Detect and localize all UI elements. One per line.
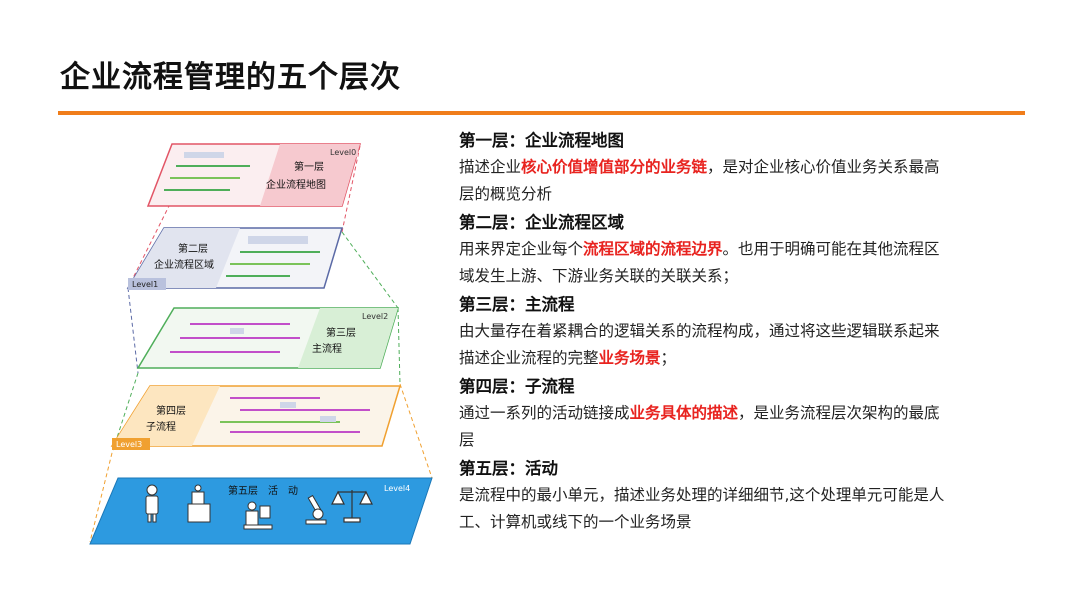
text-run: 通过一系列的活动链接成 <box>459 404 630 422</box>
layer-heading: 第二层：企业流程区域 <box>459 213 624 232</box>
layer-label: 企业流程区域 <box>154 258 214 271</box>
level-tag-bg <box>380 482 420 494</box>
process-flow-lines <box>220 397 370 433</box>
connector-line <box>397 307 401 385</box>
highlight-text: 流程区域的流程边界 <box>583 240 723 258</box>
layer-level2: Level2 第三层 主流程 <box>136 307 400 369</box>
layer-text: 由大量存在着紧耦合的逻辑关系的流程构成，通过将这些逻辑联系起来描述企业流程的完整… <box>459 318 949 372</box>
layer-description-1: 第一层：企业流程地图 描述企业核心价值增值部分的业务链，是对企业核心价值业务关系… <box>459 128 949 208</box>
text-run: 用来界定企业每个 <box>459 240 584 258</box>
text-run: 描述企业 <box>459 158 522 176</box>
text-run: 是流程中的最小单元，描述业务处理的详细细节,这个处理单元可能是人工、计算机或线下… <box>459 486 945 531</box>
level-tag: Level2 <box>362 312 388 321</box>
connector-line <box>341 145 361 233</box>
text-run: ，是对企业核心价值业务关系最高层的概览分析 <box>459 158 940 203</box>
layer-text: 是流程中的最小单元，描述业务处理的详细细节,这个处理单元可能是人工、计算机或线下… <box>459 482 949 536</box>
process-flow-lines <box>170 323 300 353</box>
layer-description-2: 第二层：企业流程区域 用来界定企业每个流程区域的流程边界。也用于明确可能在其他流… <box>459 210 949 290</box>
layer-heading: 第一层：企业流程地图 <box>459 131 624 150</box>
layer-label: 子流程 <box>146 420 176 433</box>
layer-text: 描述企业核心价值增值部分的业务链，是对企业核心价值业务关系最高层的概览分析 <box>459 154 949 208</box>
person-icon <box>145 484 159 523</box>
balance-scale-icon <box>331 490 373 523</box>
level-tag-bg <box>356 310 394 322</box>
layer-heading: 第四层：子流程 <box>459 377 575 396</box>
layer-heading: 第五层：活动 <box>459 459 558 478</box>
layer-label: 第二层 <box>178 242 208 255</box>
layer-descriptions: 第一层：企业流程地图 描述企业核心价值增值部分的业务链，是对企业核心价值业务关系… <box>459 126 949 538</box>
level-tag: Level1 <box>132 280 158 289</box>
microscope-icon <box>305 494 327 525</box>
level-tag: Level3 <box>116 440 142 449</box>
layer-heading: 第三层：主流程 <box>459 295 575 314</box>
highlight-text: 核心价值增值部分的业务链 <box>521 158 708 176</box>
layer-level4: Level4 第五层 活 动 <box>89 477 433 545</box>
connector-line <box>341 231 399 309</box>
layer-label: 第五层 活 动 <box>228 484 298 497</box>
level-tag-bg <box>112 438 150 450</box>
layer-description-5: 第五层：活动 是流程中的最小单元，描述业务处理的详细细节,这个处理单元可能是人工… <box>459 456 949 536</box>
computer-user-icon <box>243 501 273 530</box>
layer-label: 第四层 <box>156 404 186 417</box>
highlight-text: 业务具体的描述 <box>629 404 739 422</box>
title-underline <box>58 111 1025 115</box>
layer-label: 主流程 <box>312 342 342 355</box>
highlight-text: 业务场景 <box>598 349 661 367</box>
layer-level0: Level0 第一层 企业流程地图 <box>146 143 361 207</box>
connector-line <box>399 383 433 479</box>
text-run: ； <box>660 349 677 367</box>
text-run: 由大量存在着紧耦合的逻辑关系的流程构成，通过将这些逻辑联系起来描述企业流程的完整 <box>459 322 940 367</box>
boxes-icon <box>187 484 211 523</box>
layer-label: 第一层 <box>294 160 324 173</box>
layer-description-4: 第四层：子流程 通过一系列的活动链接成业务具体的描述，是业务流程层次架构的最底层 <box>459 374 949 454</box>
level-tag: Level4 <box>384 484 410 493</box>
text-run: 。也用于明确可能在其他流程区域发生上游、下游业务关联的关联关系； <box>459 240 940 285</box>
connector-line <box>89 452 113 543</box>
layer-stack-svg: Level4 第五层 活 动 <box>89 143 433 545</box>
layer-level1: Level1 第二层 企业流程区域 <box>126 227 344 290</box>
level-tag: Level0 <box>330 148 356 157</box>
layer-description-3: 第三层：主流程 由大量存在着紧耦合的逻辑关系的流程构成，通过将这些逻辑联系起来描… <box>459 292 949 372</box>
layer-label: 第三层 <box>326 326 356 339</box>
connector-line <box>127 203 171 289</box>
layer-diagram: Level4 第五层 活 动 <box>80 128 440 568</box>
layer-text: 通过一系列的活动链接成业务具体的描述，是业务流程层次架构的最底层 <box>459 400 949 454</box>
layer-text: 用来界定企业每个流程区域的流程边界。也用于明确可能在其他流程区域发生上游、下游业… <box>459 236 949 290</box>
text-run: ，是业务流程层次架构的最底层 <box>459 404 940 449</box>
layer-level3: Level3 第四层 子流程 <box>110 385 402 450</box>
slide-title: 企业流程管理的五个层次 <box>60 60 401 95</box>
layer-label: 企业流程地图 <box>266 178 326 191</box>
process-flow-lines <box>226 236 320 277</box>
process-flow-lines <box>164 152 250 191</box>
level-tag-bg <box>328 146 358 157</box>
level-tag-bg <box>128 278 166 290</box>
connector-line <box>127 287 139 374</box>
